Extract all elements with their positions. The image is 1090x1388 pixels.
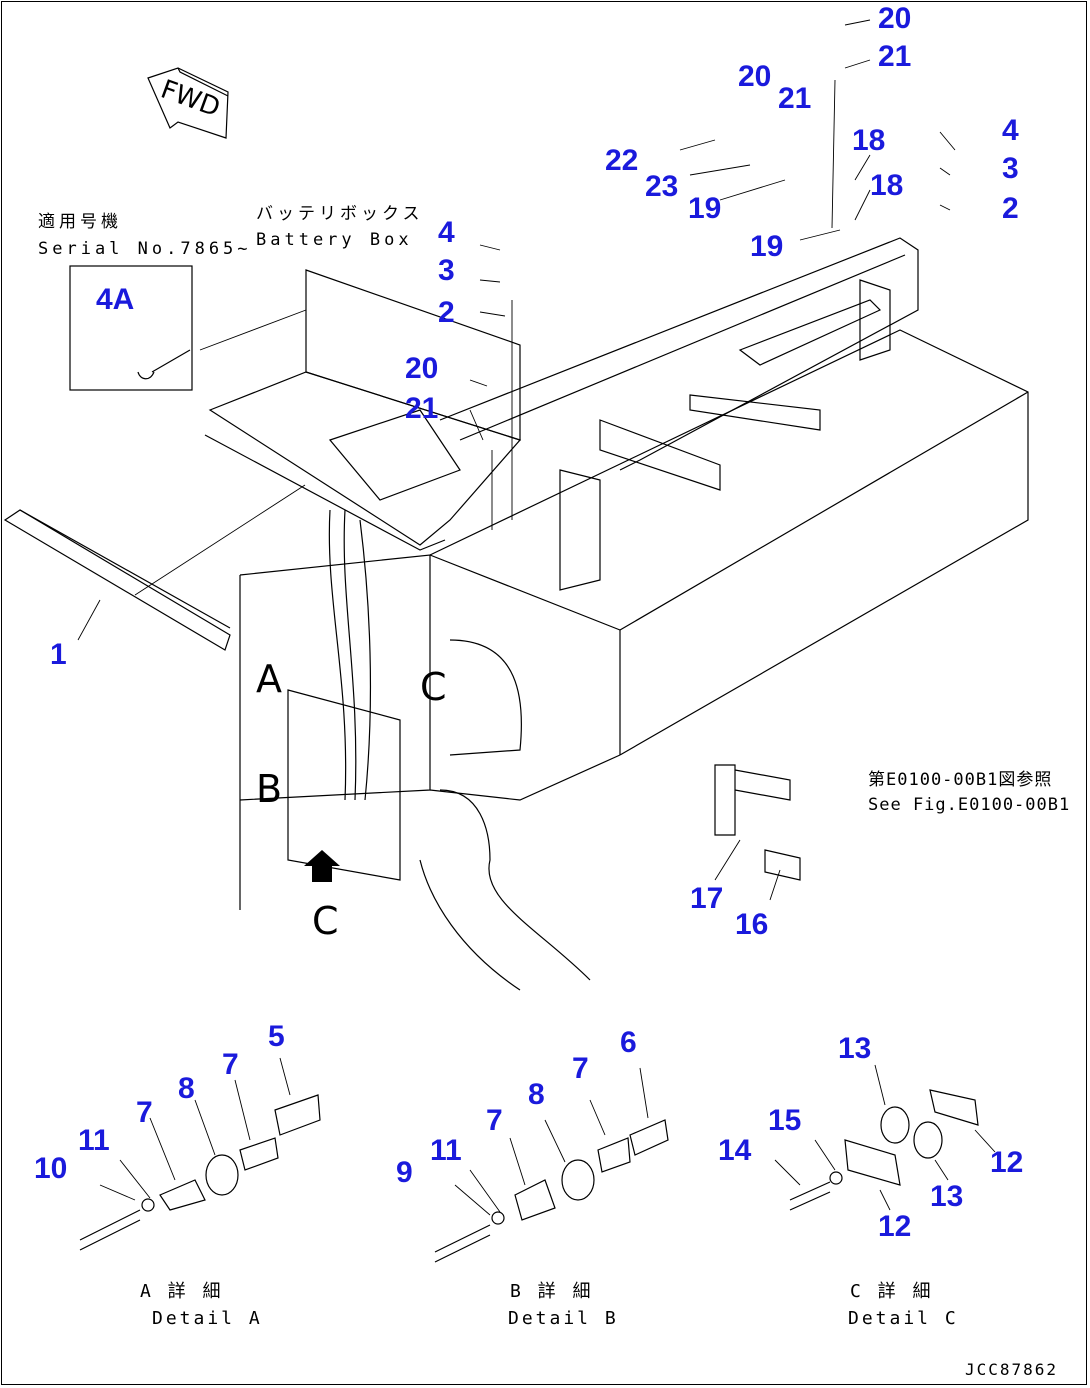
- callout-21: 21: [778, 82, 812, 115]
- detail-b-caption-en: Detail B: [508, 1308, 619, 1329]
- see-fig-label-en: See Fig.E0100-00B1: [868, 795, 1071, 815]
- callout-23: 23: [645, 170, 679, 203]
- callout-20: 20: [878, 2, 912, 35]
- drawing-number: JCC87862: [965, 1360, 1059, 1379]
- callout-22: 22: [605, 144, 639, 177]
- view-a-marker: A: [256, 657, 282, 701]
- fwd-arrow-icon: [147, 67, 229, 139]
- detail-a-caption-en: Detail A: [152, 1308, 263, 1329]
- callout-17: 17: [690, 882, 724, 915]
- callout-2: 2: [438, 296, 455, 329]
- callout-3: 3: [1002, 152, 1019, 185]
- callout-14: 14: [718, 1134, 752, 1167]
- serial-inset-box: [69, 265, 193, 391]
- callout-4: 4: [438, 216, 455, 249]
- callout-19: 19: [688, 192, 722, 225]
- view-c-marker: C: [420, 665, 447, 709]
- callout-12: 12: [878, 1210, 912, 1243]
- callout-7: 7: [222, 1048, 239, 1081]
- callout-13: 13: [838, 1032, 872, 1065]
- serial-label-jp: 適用号機: [38, 212, 122, 232]
- callout-10: 10: [34, 1152, 68, 1185]
- detail-c-caption-jp: C 詳 細: [850, 1281, 934, 1302]
- detail-b-caption-jp: B 詳 細: [510, 1281, 594, 1302]
- callout-4a-inset: 4A: [96, 283, 135, 316]
- callout-18: 18: [870, 169, 904, 202]
- callout-1: 1: [50, 638, 67, 671]
- callout-12: 12: [990, 1146, 1024, 1179]
- callout-5: 5: [268, 1020, 285, 1053]
- callout-21: 21: [405, 392, 439, 425]
- view-c-arrow-label: C: [312, 899, 339, 943]
- callout-21: 21: [878, 40, 912, 73]
- callout-11: 11: [78, 1124, 110, 1157]
- callout-8: 8: [528, 1078, 545, 1111]
- battery-box-label-jp: バッテリボックス: [256, 204, 424, 224]
- callout-9: 9: [396, 1156, 413, 1189]
- callout-13: 13: [930, 1180, 964, 1213]
- callout-19: 19: [750, 230, 784, 263]
- serial-label-en: Serial No.7865~: [38, 239, 252, 259]
- callout-18: 18: [852, 124, 886, 157]
- callout-8: 8: [178, 1072, 195, 1105]
- detail-c-caption-en: Detail C: [848, 1308, 959, 1329]
- callout-3: 3: [438, 254, 455, 287]
- see-fig-label-jp: 第E0100-00B1図参照: [868, 770, 1053, 790]
- callout-16: 16: [735, 908, 769, 941]
- view-b-marker: B: [256, 767, 283, 811]
- callout-11: 11: [430, 1134, 462, 1167]
- callout-7: 7: [136, 1096, 153, 1129]
- callout-7: 7: [486, 1104, 503, 1137]
- callout-7: 7: [572, 1052, 589, 1085]
- detail-a-drawing: [79, 1057, 321, 1251]
- detail-c-drawing: [774, 1064, 996, 1211]
- callout-4: 4: [1002, 114, 1019, 147]
- callout-6: 6: [620, 1026, 637, 1059]
- callout-15: 15: [768, 1104, 802, 1137]
- callout-2: 2: [1002, 192, 1019, 225]
- battery-box-label-en: Battery Box: [256, 230, 413, 250]
- detail-b-drawing: [434, 1067, 669, 1263]
- view-c-arrow-icon: [304, 850, 340, 882]
- callout-20: 20: [738, 60, 772, 93]
- detail-a-caption-jp: A 詳 細: [140, 1281, 224, 1302]
- callout-20: 20: [405, 352, 439, 385]
